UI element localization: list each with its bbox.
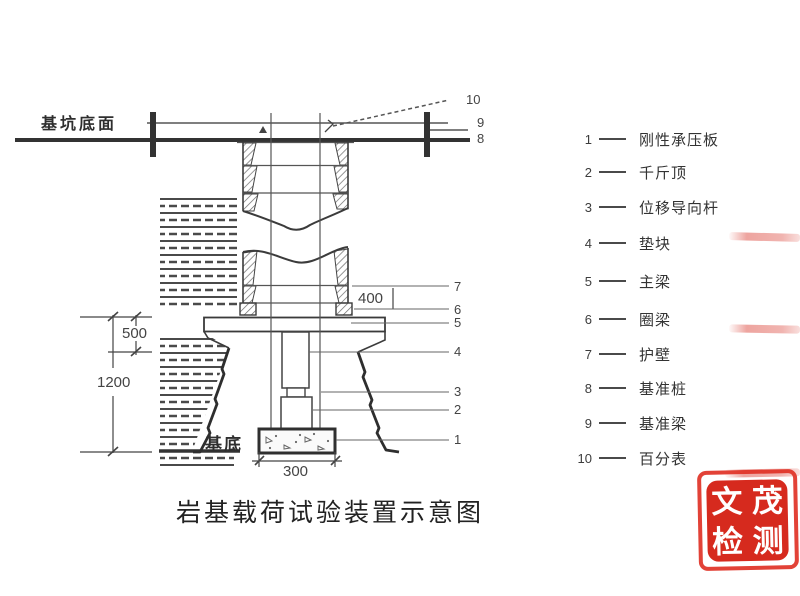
legend-dash [599,318,626,320]
dim-1200: 1200 [96,374,132,391]
rock-hatch [159,197,240,469]
callout-5: 5 [454,315,462,330]
legend-item: 1 刚性承压板 [568,128,719,150]
legend-item: 5 主梁 [568,270,671,292]
jack [280,396,313,430]
excavation-slopes [193,347,400,454]
reference-pile-left [150,112,156,157]
break-line-lower [242,246,349,264]
legend-dash [599,138,626,140]
dim-300: 300 [282,463,310,480]
legend-dash [599,280,626,282]
reference-pile-right [424,112,430,157]
callout-3: 3 [454,384,462,399]
load-column [257,113,337,455]
dim-500: 500 [121,325,149,342]
legend-item: 6 圈梁 [568,308,671,330]
ring-beam-left [239,302,257,316]
reference-datum-lines [15,99,470,157]
callout-7: 7 [454,279,462,294]
diagram-title: 岩基载荷试验装置示意图 [176,499,485,527]
legend-num: 5 [584,273,592,289]
legend-label: 垫块 [639,235,672,253]
legend-item: 9 基准梁 [568,412,687,434]
legend-label: 刚性承压板 [639,131,720,149]
company-seal: 文 茂 检 测 [696,468,800,572]
dial-gauge-leader [332,99,450,127]
break-line-upper [242,207,349,231]
legend-dash [599,353,626,355]
legend-label: 百分表 [639,450,688,468]
concrete-dots [268,432,330,450]
legend-label: 主梁 [639,273,672,291]
legend-dash [599,422,626,424]
concrete-speckles [265,436,326,451]
foundation-base-label: 基底 [205,435,243,454]
legend-num: 10 [577,450,592,466]
legend-label: 圈梁 [639,311,672,329]
legend-dash [599,457,626,459]
legend-label: 位移导向杆 [639,199,720,217]
legend-num: 2 [584,164,592,180]
legend-num: 9 [584,415,592,431]
callout-9: 9 [477,115,485,130]
legend-item: 4 垫块 [568,232,671,254]
seal-face: 文 茂 检 测 [706,479,789,562]
callout-10: 10 [466,92,481,107]
seal-char: 文 [710,483,743,520]
legend-dash [599,206,626,208]
callout-2: 2 [454,402,462,417]
stamp-streak [728,324,800,334]
callout-8: 8 [477,131,485,146]
legend-num: 6 [584,311,592,327]
ring-beam-right [335,302,353,316]
shaft-lining [237,141,354,316]
legend-item: 10 百分表 [568,447,687,469]
callout-6: 6 [454,302,462,317]
callout-4: 4 [454,344,462,359]
seal-char: 检 [711,524,744,561]
legend-dash [599,171,626,173]
dial-gauge-mark-right [324,119,334,133]
pit-bottom-surface-label: 基坑底面 [41,116,118,133]
legend-dash [599,387,626,389]
legend-num: 8 [584,380,592,396]
dial-gauge-mark-left [259,126,267,133]
seal-char: 测 [752,523,785,560]
legend-item: 3 位移导向杆 [568,196,719,218]
leader-lines [309,285,449,441]
legend-label: 护壁 [639,346,672,364]
displacement-guide-rods [270,113,321,429]
legend-label: 基准桩 [639,380,688,398]
legend-item: 7 护壁 [568,343,671,365]
pad-block [281,331,310,389]
legend-item: 8 基准桩 [568,377,687,399]
dim-400: 400 [357,290,385,307]
legend-label: 基准梁 [639,415,688,433]
legend-num: 7 [584,346,592,362]
legend-item: 2 千斤顶 [568,161,687,183]
jack-neck [286,387,306,398]
legend-label: 千斤顶 [639,164,688,182]
legend-num: 4 [584,235,592,251]
legend-dash [599,242,626,244]
seal-char: 茂 [751,483,784,519]
callout-1: 1 [454,432,462,447]
legend-num: 1 [584,131,592,147]
legend-num: 3 [584,199,592,215]
